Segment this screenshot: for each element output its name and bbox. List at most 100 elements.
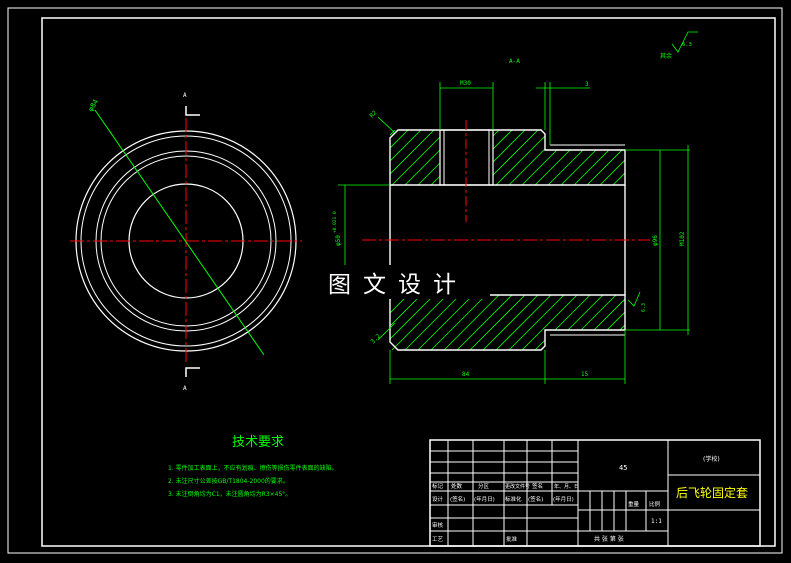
tb-row1-0: 标记 [432,482,444,490]
hatch-line [508,295,565,350]
dim-top-width-label: M30 [460,80,471,87]
note-item-1: 1. 零件加工表面上，不应有划痕、擦伤等损伤零件表面的缺陷。 [168,464,338,472]
hatch-line [390,130,422,185]
roughness-value: 6.3 [682,42,692,48]
hatch-line [390,295,422,350]
section-label: A-A [509,58,520,65]
hatch-line [390,130,435,185]
hatch-line [456,295,513,350]
hatch-line [626,130,681,185]
section-view: A-A M30 3 R2 3.2 φ50 +0.021 0 φ96 M102 6… [332,58,746,384]
hatch-line [639,130,694,185]
roughness-right-mark [627,291,641,307]
hatch-line [495,295,552,350]
inner-frame [41,17,776,547]
cut-mark-top [185,106,200,116]
hatch-line [521,295,578,350]
dim-right-small-label: 6.3 [641,303,647,312]
hatch-line [691,130,746,185]
title-block-text: 标记 处数 分区 更改文件号 签名 年、月、日 设计 (签名) (年月日) 标准… [432,455,748,543]
tb-row1-5: 年、月、日 [554,483,579,490]
hatch-line [665,130,720,185]
tb-row4-1: 批准 [506,535,518,543]
hatch-bottom [390,295,746,350]
front-view: φ84 A A [70,92,302,392]
hatch-top [390,130,746,185]
dim-bottom-right-label: 15 [581,371,589,378]
hatch-line [678,130,733,185]
hatch-line [391,130,448,185]
hatch-line [390,130,409,185]
tb-row4-0: 工艺 [432,536,444,543]
hatch-line [443,295,500,350]
cut-mark-bottom [185,367,200,377]
roughness-label: 其余 [660,52,672,60]
hatch-line [586,130,625,185]
chamfer-leader-top [377,116,396,134]
section-outline-bottom [389,294,626,351]
tb-row2-1: (签名) [450,495,465,503]
tb-sheet-label: 共 张 第 张 [594,535,624,543]
watermark-text: 图文设计 [328,272,468,298]
tb-row3-0: 审核 [432,521,444,529]
hatch-line [482,295,539,350]
tb-part-name: 后飞轮固定套 [676,485,748,500]
hatch-line [534,295,591,350]
hatch-line [626,295,681,350]
roughness-symbol: 6.3 其余 [660,31,698,60]
hatch-line [469,295,526,350]
dim-left-tol-label: +0.021 0 [332,211,338,233]
tb-scale-label: 比例 [649,500,661,508]
outer-frame [7,7,783,554]
tb-weight-label: 重量 [628,500,640,508]
hatch-line [691,295,746,350]
dim-outer-label: M102 [679,231,686,246]
hatch-line [678,295,733,350]
tb-row2-5: (年月日) [553,495,574,503]
hatch-line [390,130,396,185]
tb-material: 45 [619,464,627,472]
hatch-line [430,295,487,350]
tb-row1-4: 签名 [532,482,543,490]
cut-label-top: A [183,92,187,99]
note-item-2: 2. 未注尺寸公差按GB/T1804-2000的要求。 [168,477,289,485]
roughness-check-icon [671,31,698,53]
section-outline-top [389,129,626,186]
hatch-line [390,295,435,350]
hatch-line [665,295,720,350]
dim-bottom-left-label: 84 [462,371,470,378]
tb-scale-value: 1:1 [651,518,662,525]
tb-school: (学校) [703,455,720,463]
dim-step-label: 3 [585,81,589,88]
keyway-hole [439,129,494,186]
hatch-line [599,130,625,185]
hatch-line [391,295,448,350]
dim-inner-label: φ96 [652,235,659,246]
watermark-bg [322,265,490,299]
tb-row2-3: 标准化 [505,495,522,503]
tb-row1-1: 处数 [451,482,463,490]
hatch-line [495,130,552,185]
hatch-line [404,295,461,350]
tb-row2-2: (年月日) [474,495,495,503]
hatch-line [390,295,409,350]
notes-title: 技术要求 [232,435,284,450]
cut-label-bottom: A [183,385,187,392]
dim-left-height-label: φ50 [335,235,342,246]
tb-row2-4: (签名) [528,495,543,503]
tb-row2-0: 设计 [432,495,444,503]
hatch-line [417,295,474,350]
chamfer-top-label: R2 [368,109,378,119]
diameter-leader [94,109,265,356]
note-item-3: 3. 未注倒角均为C1，未注圆角均为R3×45°。 [168,490,291,498]
left-diameter-label: φ84 [87,98,100,113]
chamfer-leader-bottom [377,322,396,341]
hatch-line [390,295,396,350]
hatch-line [639,295,694,350]
technical-notes: 技术要求 1. 零件加工表面上，不应有划痕、擦伤等损伤零件表面的缺陷。 2. 未… [168,435,338,498]
hatch-line [612,130,625,185]
title-block [429,439,761,547]
tb-row1-2: 分区 [478,482,490,490]
chamfer-bottom-label: 3.2 [369,333,382,346]
